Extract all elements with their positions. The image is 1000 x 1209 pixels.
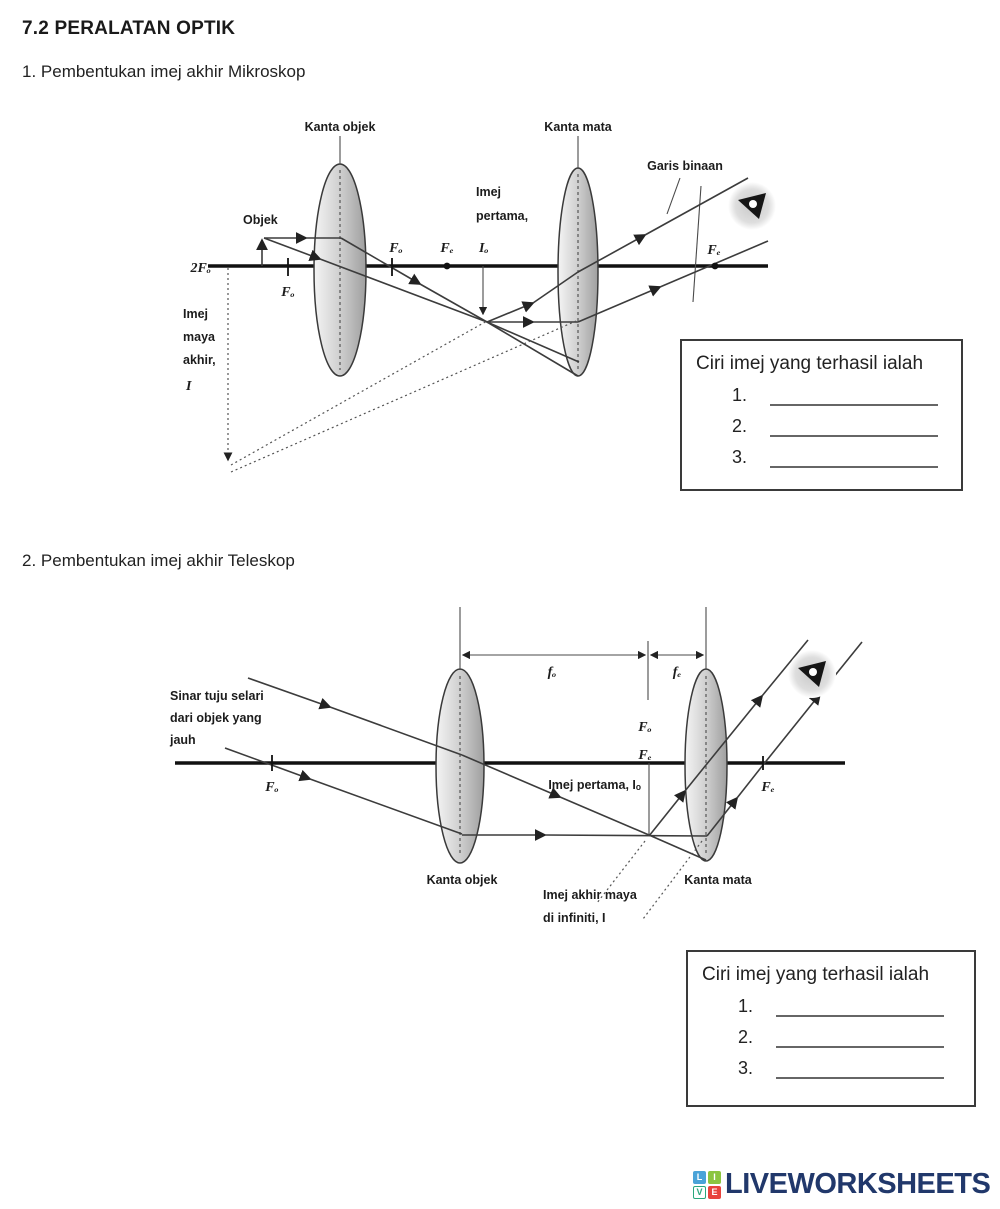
svg-text:I: I xyxy=(185,379,192,394)
m-first-image-label: Imej pertama, Iₒ xyxy=(476,185,528,256)
logo-square-l: L xyxy=(693,1170,706,1184)
t-objective-lens xyxy=(435,607,485,864)
liveworksheets-logo-icon: L I V E xyxy=(693,1170,721,1199)
answer-blank[interactable] xyxy=(770,415,938,437)
svg-text:Sinar tuju selari: Sinar tuju selari xyxy=(170,689,264,703)
telescope-diagram: Kanta objek Kanta mata fₒ fₑ Fₒ Fₑ xyxy=(169,607,863,925)
m-eye-icon xyxy=(728,182,776,230)
t-objective-label: Kanta objek xyxy=(427,873,498,887)
liveworksheets-logo[interactable]: L I V E LIVEWORKSHEETS xyxy=(693,1168,991,1201)
t-fo-mid-label: Fₒ xyxy=(637,720,651,735)
answer-number: 1. xyxy=(738,996,754,1016)
m-virtual-image-construction xyxy=(223,268,577,473)
t-eyepiece-label: Kanta mata xyxy=(684,873,752,887)
answer-row: 3. xyxy=(738,1057,960,1079)
svg-text:jauh: jauh xyxy=(169,733,196,747)
t-fo-dim-label: fₒ xyxy=(548,665,557,680)
answer-blank[interactable] xyxy=(776,995,944,1017)
t-eye-icon xyxy=(788,650,836,698)
answer-box-title: Ciri imej yang terhasil ialah xyxy=(696,353,924,374)
svg-text:Imej: Imej xyxy=(183,307,208,321)
m-construction-line xyxy=(692,185,702,303)
svg-text:Iₒ: Iₒ xyxy=(478,241,489,256)
m-fe-right-dot xyxy=(711,262,719,270)
m-fe-mid-label: Fₑ xyxy=(439,241,453,256)
m-object-label: Objek xyxy=(243,213,278,227)
t-fo-left-label: Fₒ xyxy=(264,780,278,795)
liveworksheets-wordmark: LIVEWORKSHEETS xyxy=(725,1168,991,1200)
m-eyepiece-lens xyxy=(557,136,599,377)
m-eyepiece-label: Kanta mata xyxy=(544,120,612,134)
t-incoming-rays xyxy=(224,677,708,861)
section2-heading: 2. Pembentukan imej akhir Teleskop xyxy=(22,551,295,570)
t-focal-dimensions xyxy=(461,641,705,700)
t-final-image-label: Imej akhir maya di infiniti, I xyxy=(543,888,638,925)
page-title: 7.2 PERALATAN OPTIK xyxy=(22,18,236,39)
answer-blank[interactable] xyxy=(776,1026,944,1048)
logo-square-e: E xyxy=(708,1185,721,1199)
answer-number: 2. xyxy=(738,1027,754,1047)
logo-square-v: V xyxy=(693,1185,706,1199)
answer-blank[interactable] xyxy=(770,446,938,468)
m-fe-right-label: Fₑ xyxy=(706,243,720,258)
answer-row: 2. xyxy=(738,1026,960,1048)
svg-text:akhir,: akhir, xyxy=(183,353,216,367)
m-2fo-label: 2Fₒ xyxy=(190,261,211,276)
answer-row: 2. xyxy=(732,415,947,437)
svg-text:maya: maya xyxy=(183,330,216,344)
t-fe-right-label: Fₑ xyxy=(760,780,774,795)
logo-square-i: I xyxy=(708,1170,721,1184)
svg-text:di infiniti, I: di infiniti, I xyxy=(543,911,606,925)
answer-number: 1. xyxy=(732,385,748,405)
answer-number: 3. xyxy=(732,447,748,467)
svg-text:Imej: Imej xyxy=(476,185,501,199)
m-rays-objective xyxy=(263,232,580,377)
svg-text:pertama,: pertama, xyxy=(476,209,528,223)
answer-number: 3. xyxy=(738,1058,754,1078)
answer-box-microscope: Ciri imej yang terhasil ialah 1. 2. 3. xyxy=(680,339,963,491)
m-virtual-image-label: Imej maya akhir, I xyxy=(183,307,216,394)
m-objective-lens xyxy=(313,136,367,377)
answer-number: 2. xyxy=(732,416,748,436)
t-fe-dim-label: fₑ xyxy=(673,665,682,680)
svg-text:dari objek yang: dari objek yang xyxy=(170,711,262,725)
t-virtual-extensions xyxy=(596,840,703,920)
microscope-diagram: Kanta objek Kanta mata Garis binaan Obje… xyxy=(183,120,776,473)
answer-row: 3. xyxy=(732,446,947,468)
section1-heading: 1. Pembentukan imej akhir Mikroskop xyxy=(22,62,306,81)
answer-box-title: Ciri imej yang terhasil ialah xyxy=(702,964,930,985)
m-construction-label: Garis binaan xyxy=(647,159,723,173)
m-construction-pointer xyxy=(666,177,681,215)
answer-box-telescope: Ciri imej yang terhasil ialah 1. 2. 3. xyxy=(686,950,976,1107)
m-objective-label: Kanta objek xyxy=(305,120,376,134)
t-incoming-label: Sinar tuju selari dari objek yang jauh xyxy=(169,689,264,747)
t-first-image-label: Imej pertama, Iₒ xyxy=(548,778,641,792)
answer-row: 1. xyxy=(738,995,960,1017)
svg-text:Imej akhir maya: Imej akhir maya xyxy=(543,888,638,902)
answer-blank[interactable] xyxy=(776,1057,944,1079)
answer-blank[interactable] xyxy=(770,384,938,406)
m-fe-mid-dot xyxy=(443,262,451,270)
m-fo-left-label: Fₒ xyxy=(280,285,294,300)
answer-row: 1. xyxy=(732,384,947,406)
t-fe-mid-label: Fₑ xyxy=(637,748,651,763)
m-rays-eyepiece xyxy=(486,177,769,328)
t-eyepiece-lens xyxy=(684,607,728,862)
m-fo-right-label: Fₒ xyxy=(388,241,402,256)
